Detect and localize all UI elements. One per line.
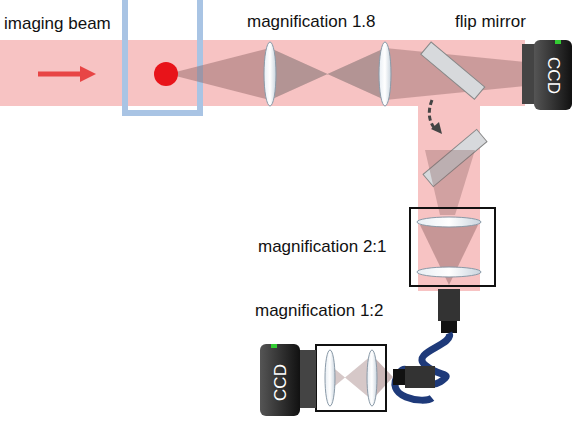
beam-label: imaging beam (4, 15, 111, 32)
telescope-label: magnification 1:2 (255, 302, 384, 319)
camera-label: CCD (272, 364, 289, 401)
mirror-label: flip mirror (455, 13, 526, 30)
telescope-label: magnification 2:1 (258, 238, 387, 255)
camera-label: CCD (545, 57, 562, 94)
lens-pair-label: magnification 1.8 (247, 13, 376, 30)
